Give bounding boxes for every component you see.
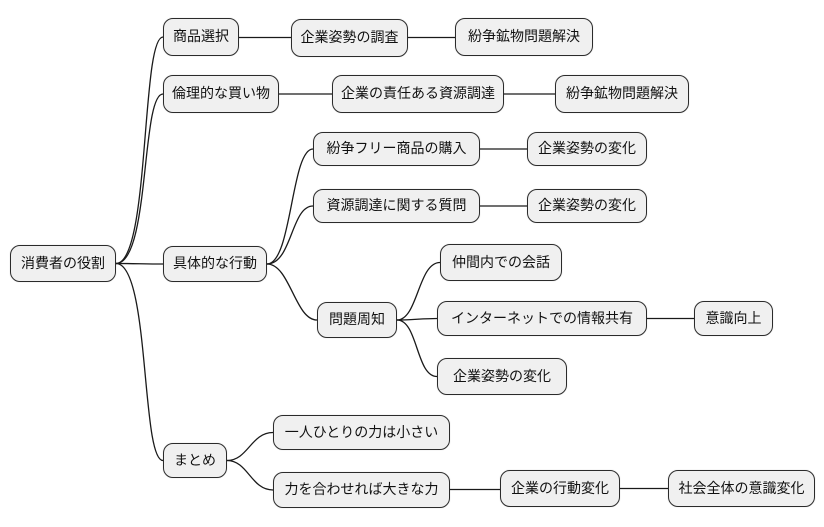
node-responsible-sourcing: 企業の責任ある資源調達	[332, 75, 504, 113]
node-corporate-stance-change-2: 企業姿勢の変化	[527, 189, 647, 223]
edge-root-summary	[115, 262, 164, 462]
edge-root-product-selection	[115, 36, 164, 265]
edge-root-ethical-shopping	[115, 93, 164, 265]
node-societal-awareness-change: 社会全体の意識変化	[668, 470, 815, 507]
node-combined-power-large: 力を合わせれば大きな力	[273, 472, 450, 508]
node-conflict-minerals-resolution-2: 紛争鉱物問題解決	[555, 75, 689, 113]
node-ethical-shopping: 倫理的な買い物	[163, 75, 279, 113]
node-product-selection: 商品選択	[163, 18, 239, 56]
edge-actions-conflict-free	[266, 148, 314, 265]
edge-summary-individual	[226, 431, 274, 462]
edge-root-concrete-actions	[115, 262, 164, 265]
node-peer-conversation: 仲間内での会話	[440, 244, 562, 281]
node-conflict-minerals-resolution-1: 紛争鉱物問題解決	[455, 18, 593, 56]
edge-awareness-change3	[396, 319, 438, 378]
edge-awareness-peer	[396, 261, 441, 321]
node-conflict-free-purchase: 紛争フリー商品の購入	[313, 132, 480, 166]
edge-actions-awareness	[266, 263, 318, 321]
edge-actions-questions	[266, 205, 314, 265]
edge-summary-combined	[226, 459, 274, 491]
node-consumer-role: 消費者の役割	[10, 245, 116, 282]
node-awareness-raising: 意識向上	[694, 301, 773, 336]
node-issue-awareness: 問題周知	[317, 302, 397, 338]
node-corporate-behavior-change: 企業の行動変化	[500, 470, 620, 507]
node-internet-info-sharing: インターネットでの情報共有	[437, 301, 647, 336]
node-sourcing-questions: 資源調達に関する質問	[313, 189, 480, 223]
node-summary: まとめ	[163, 443, 227, 478]
node-corporate-stance-change-3: 企業姿勢の変化	[437, 358, 567, 395]
node-corporate-stance-survey: 企業姿勢の調査	[291, 19, 408, 57]
node-concrete-actions: 具体的な行動	[163, 246, 267, 282]
node-individual-power-small: 一人ひとりの力は小さい	[273, 415, 450, 450]
node-corporate-stance-change-1: 企業姿勢の変化	[527, 132, 647, 166]
